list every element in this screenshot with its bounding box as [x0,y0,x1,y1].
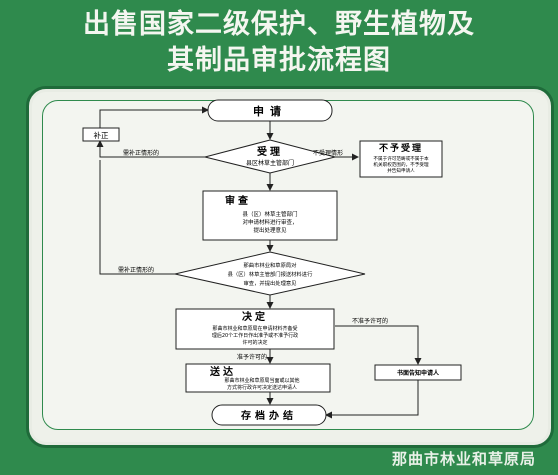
reject-box [359,140,443,178]
apply-label: 申请 [253,104,287,118]
apply-box [207,99,333,122]
review2-diamond [174,251,366,296]
decide-text-3: 许可的决定 [242,339,267,346]
review1-title: 审查 [225,194,251,207]
line-review2-to-correct [99,160,175,275]
footer-org: 那曲市林业和草原局 [391,450,536,468]
review1-text-2: 对申请材料进行审查， [242,218,297,226]
decide-text-1: 那曲市林业和草原局在申请材料齐备受 [212,325,297,332]
accept-sub: 县区林草主管部门 [246,159,294,167]
notify-box [374,364,462,381]
deliver-text-2: 方式将行政许可决定送达申请人 [227,384,297,391]
accept-diamond [204,139,336,174]
review1-text-3: 提出处理意见 [253,226,287,234]
arrow-correct-to-apply [99,106,209,128]
label-permit: 准予许可的 [237,353,267,361]
title-line-2: 其制品审批流程图 [167,45,391,76]
arrow-decide-to-notify [335,325,422,365]
reject-title: 不予受理 [379,142,423,154]
reject-text-2: 机关职权范围的，不予受理 [373,161,429,168]
correct-label: 补正 [94,130,109,140]
arrow-notify-to-archive [325,380,419,419]
arrow-accept-to-correct [96,140,205,158]
archive-box [211,404,327,426]
decide-text-2: 理后20个工作日作出准予或不准予行政 [212,332,298,339]
label-not-accept: 不受理情形 [313,149,343,157]
review2-text-1: 那曲市林业和草原局对 [244,261,298,269]
review2-text-2: 县（区）林草主管部门报送材料进行 [228,270,313,278]
label-need-correct-2: 需补正情形的 [118,266,154,274]
notify-label: 书面告知申请人 [397,369,440,377]
connectors [96,106,422,419]
accept-title: 受理 [257,145,283,158]
deliver-title: 送达 [209,365,236,378]
review2-text-3: 审查，并提出处理意见 [244,279,297,287]
decide-box [175,308,335,350]
label-not-permit: 不准予许可的 [352,317,388,325]
deliver-text-1: 那曲市林业和草原局当面或以其他 [224,377,299,384]
review1-box [202,190,338,241]
correct-box [82,127,120,142]
title-line-1: 出售国家二级保护、野生植物及 [83,9,475,40]
decide-title: 决定 [242,310,268,323]
deliver-box [185,363,331,393]
label-need-correct-1: 需补正情形的 [123,149,159,157]
reject-text-1: 不属于许可范畴或不属于本 [373,155,429,162]
review1-text-1: 县（区）林草主管部门 [242,210,297,218]
archive-label: 存档办结 [241,409,297,422]
reject-text-3: 并告知申请人 [387,167,415,174]
